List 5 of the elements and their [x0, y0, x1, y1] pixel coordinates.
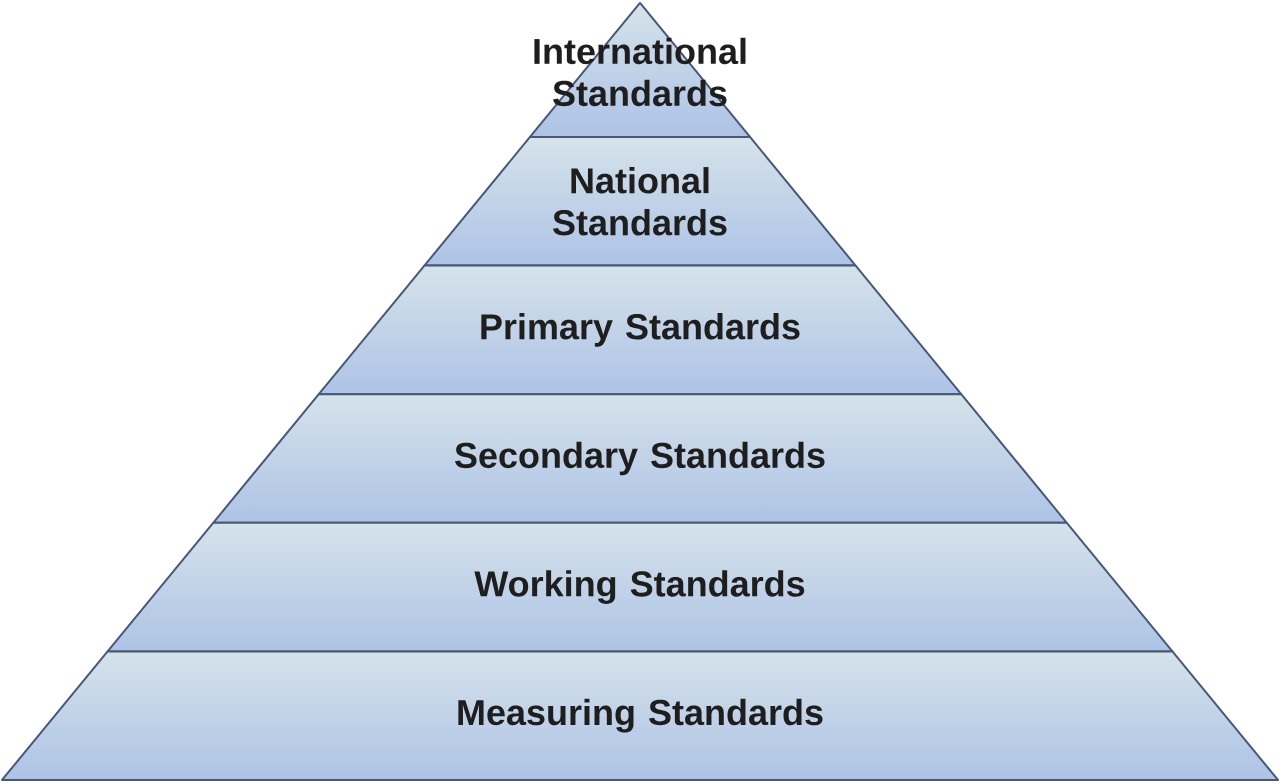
pyramid-level: Measuring Standards [1, 650, 1279, 781]
pyramid-level: Working Standards [106, 521, 1174, 653]
pyramid-level: Primary Standards [317, 264, 963, 396]
pyramid-level: Secondary Standards [212, 393, 1068, 524]
pyramid-level: National Standards [423, 136, 857, 267]
